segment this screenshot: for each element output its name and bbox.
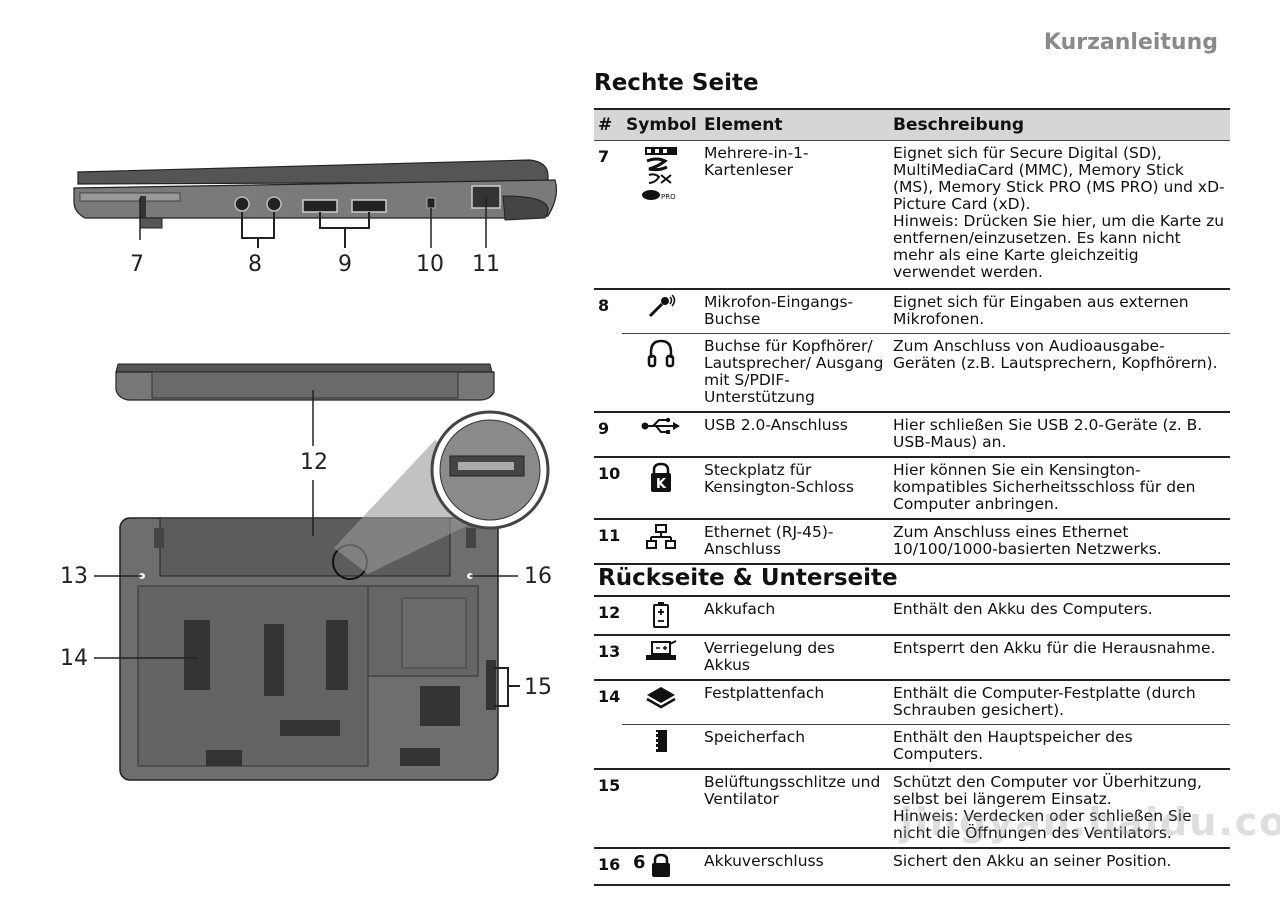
row-number: 16	[594, 848, 622, 886]
headphones-icon	[622, 333, 700, 413]
svg-text:K: K	[656, 477, 667, 492]
battery-release-icon	[622, 635, 700, 681]
row-element: Buchse für Kopfhörer/ Lautsprecher/ Ausg…	[700, 333, 889, 413]
row-number: 14	[594, 680, 622, 770]
row-note-text: Hinweis: Drücken Sie hier, um die Karte …	[893, 212, 1225, 281]
laptop-illustrations	[73, 159, 558, 781]
battery-icon	[622, 596, 700, 636]
table-row: 8 Mikrofon-Eingangs-Buchse Eignet sich f…	[594, 288, 1230, 413]
row-element: Akkufach	[700, 596, 889, 636]
row-description: Hier schließen Sie USB 2.0-Geräte (z. B.…	[889, 411, 1230, 458]
column-header-num: #	[594, 108, 622, 141]
laptop-bottom-view	[94, 410, 550, 781]
row-symbol-empty	[622, 769, 700, 849]
section-title-back-bottom: Rückseite & Unterseite	[598, 565, 898, 591]
laptop-right-side-view	[73, 159, 558, 248]
callout-8: 8	[248, 252, 262, 277]
row-number: 9	[594, 411, 622, 458]
row-description: Eignet sich für Secure Digital (SD), Mul…	[889, 140, 1230, 290]
table-row: 15 Belüftungsschlitze und Ventilator Sch…	[594, 769, 1230, 849]
spec-table-back-bottom: 12 Akkufach Enthält den Akku des Compute…	[594, 595, 1230, 886]
row-element: Festplattenfach	[700, 680, 889, 725]
table-row: 7 PRO Mehrere-in-1-Kartenleser Eignet si…	[594, 140, 1230, 290]
row-description: Zum Anschluss eines Ethernet 10/100/1000…	[889, 518, 1230, 565]
watermark: jingyan.baidu.com	[900, 800, 1280, 844]
table-row: 14 Festplattenfach Enthält die Computer-…	[594, 680, 1230, 770]
row-description: Hier können Sie ein Kensington-kompatibl…	[889, 456, 1230, 520]
row-element: Mikrofon-Eingangs-Buchse	[700, 288, 889, 334]
row-note-text: Hinweis: Verdecken oder schließen Sie ni…	[893, 807, 1192, 842]
callout-16: 16	[524, 564, 552, 589]
row-element: Belüftungsschlitze und Ventilator	[700, 769, 889, 849]
row-description: Entsperrt den Akku für die Herausnahme.	[889, 635, 1230, 681]
callout-10: 10	[416, 252, 444, 277]
callout-15: 15	[524, 675, 552, 700]
table-row: Speicherfach Enthält den Hauptspeicher d…	[594, 724, 1230, 770]
row-number: 11	[594, 518, 622, 565]
column-header-symbol: Symbol	[622, 108, 700, 141]
svg-text:PRO: PRO	[661, 193, 676, 201]
callout-12: 12	[300, 450, 328, 475]
table-row: 12 Akkufach Enthält den Akku des Compute…	[594, 596, 1230, 636]
column-header-description: Beschreibung	[889, 108, 1230, 141]
column-header-element: Element	[700, 108, 889, 141]
microphone-icon	[622, 288, 700, 334]
battery-lock-icon	[622, 848, 700, 886]
row-element: Ethernet (RJ-45)-Anschluss	[700, 518, 889, 565]
hard-disk-icon	[622, 680, 700, 725]
row-element: Verriegelung des Akkus	[700, 635, 889, 681]
laptop-back-view	[115, 363, 495, 446]
row-number: 7	[594, 140, 622, 290]
table-row: 10 K Steckplatz für Kensington-Schloss H…	[594, 456, 1230, 520]
row-number: 8	[594, 288, 622, 413]
row-description-text: Schützt den Computer vor Überhitzung, se…	[893, 773, 1202, 808]
row-number: 13	[594, 635, 622, 681]
spec-table-right-side: # Symbol Element Beschreibung 7 PRO Mehr…	[594, 108, 1230, 565]
callout-9: 9	[338, 252, 352, 277]
memory-icon	[622, 724, 700, 770]
table-row: 16 Akkuverschluss Sichert den Akku an se…	[594, 848, 1230, 886]
row-description: Enthält den Hauptspeicher des Computers.	[889, 724, 1230, 770]
callout-14: 14	[60, 646, 88, 671]
row-element: Steckplatz für Kensington-Schloss	[700, 456, 889, 520]
row-number: 10	[594, 456, 622, 520]
row-description: Zum Anschluss von Audioausgabe-Geräten (…	[889, 333, 1230, 413]
card-reader-icon: PRO	[622, 140, 700, 290]
callout-7: 7	[130, 252, 144, 277]
section-title-right-side: Rechte Seite	[594, 70, 759, 96]
row-number: 12	[594, 596, 622, 636]
page-number: 6	[633, 852, 646, 873]
row-description: Enthält die Computer-Festplatte (durch S…	[889, 680, 1230, 725]
row-element: Mehrere-in-1-Kartenleser	[700, 140, 889, 290]
row-description: Enthält den Akku des Computers.	[889, 596, 1230, 636]
table-row: 9 USB 2.0-Anschluss Hier schließen Sie U…	[594, 411, 1230, 458]
row-element: USB 2.0-Anschluss	[700, 411, 889, 458]
callout-11: 11	[472, 252, 500, 277]
row-description: Schützt den Computer vor Überhitzung, se…	[889, 769, 1230, 849]
ethernet-icon	[622, 518, 700, 565]
table-row: 13 Verriegelung des Akkus Entsperrt den …	[594, 635, 1230, 681]
table-row: Buchse für Kopfhörer/ Lautsprecher/ Ausg…	[594, 333, 1230, 413]
row-number: 15	[594, 769, 622, 849]
table-row: 11 Ethernet (RJ-45)-Anschluss Zum Anschl…	[594, 518, 1230, 565]
usb-icon	[622, 411, 700, 458]
row-element: Akkuverschluss	[700, 848, 889, 886]
callout-13: 13	[60, 564, 88, 589]
row-description: Eignet sich für Eingaben aus externen Mi…	[889, 288, 1230, 334]
kensington-lock-icon: K	[622, 456, 700, 520]
page-header-title: Kurzanleitung	[1043, 30, 1218, 55]
row-description-text: Eignet sich für Secure Digital (SD), Mul…	[893, 144, 1225, 213]
row-description: Sichert den Akku an seiner Position.	[889, 848, 1230, 886]
row-element: Speicherfach	[700, 724, 889, 770]
